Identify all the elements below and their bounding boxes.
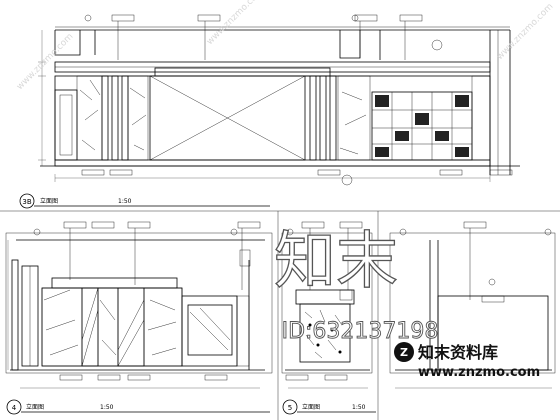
elevation-5 (281, 221, 373, 389)
view-number: 5 (288, 404, 292, 412)
view-scale: 1:50 (352, 404, 366, 411)
view-number: 4 (12, 404, 17, 412)
watermark-url: www.znzmo.com (418, 365, 540, 380)
watermark-id: ID:632137198 (282, 319, 439, 344)
view-title: 立面图 (26, 403, 44, 411)
watermark-url-diagonal: www.znzmo.com (205, 0, 265, 47)
view-title-3b: 3B 立面图 1:50 (19, 193, 270, 209)
watermark-url-diagonal-2: www.znzmo.com (495, 2, 555, 62)
elevation-4 (5, 221, 273, 389)
elevation-6 (389, 221, 556, 389)
view-scale: 1:50 (118, 198, 132, 205)
elevation-3b (38, 14, 520, 186)
view-title-5: 5 立面图 1:50 (282, 399, 376, 415)
view-number: 3B (22, 198, 31, 206)
svg-text:Z: Z (400, 346, 408, 359)
watermark: www.znzmo.com www.znzmo.com www.znzmo.co… (15, 0, 555, 380)
view-title-4: 4 立面图 1:50 (6, 399, 270, 415)
view-title: 立面图 (302, 403, 320, 411)
watermark-brand-cn: 知末 (274, 224, 398, 297)
znzmo-logo: Z 知末资料库 www.znzmo.com (394, 342, 540, 380)
view-scale: 1:50 (100, 404, 114, 411)
watermark-brand-full: 知末资料库 (418, 343, 498, 362)
view-title: 立面图 (40, 197, 58, 205)
